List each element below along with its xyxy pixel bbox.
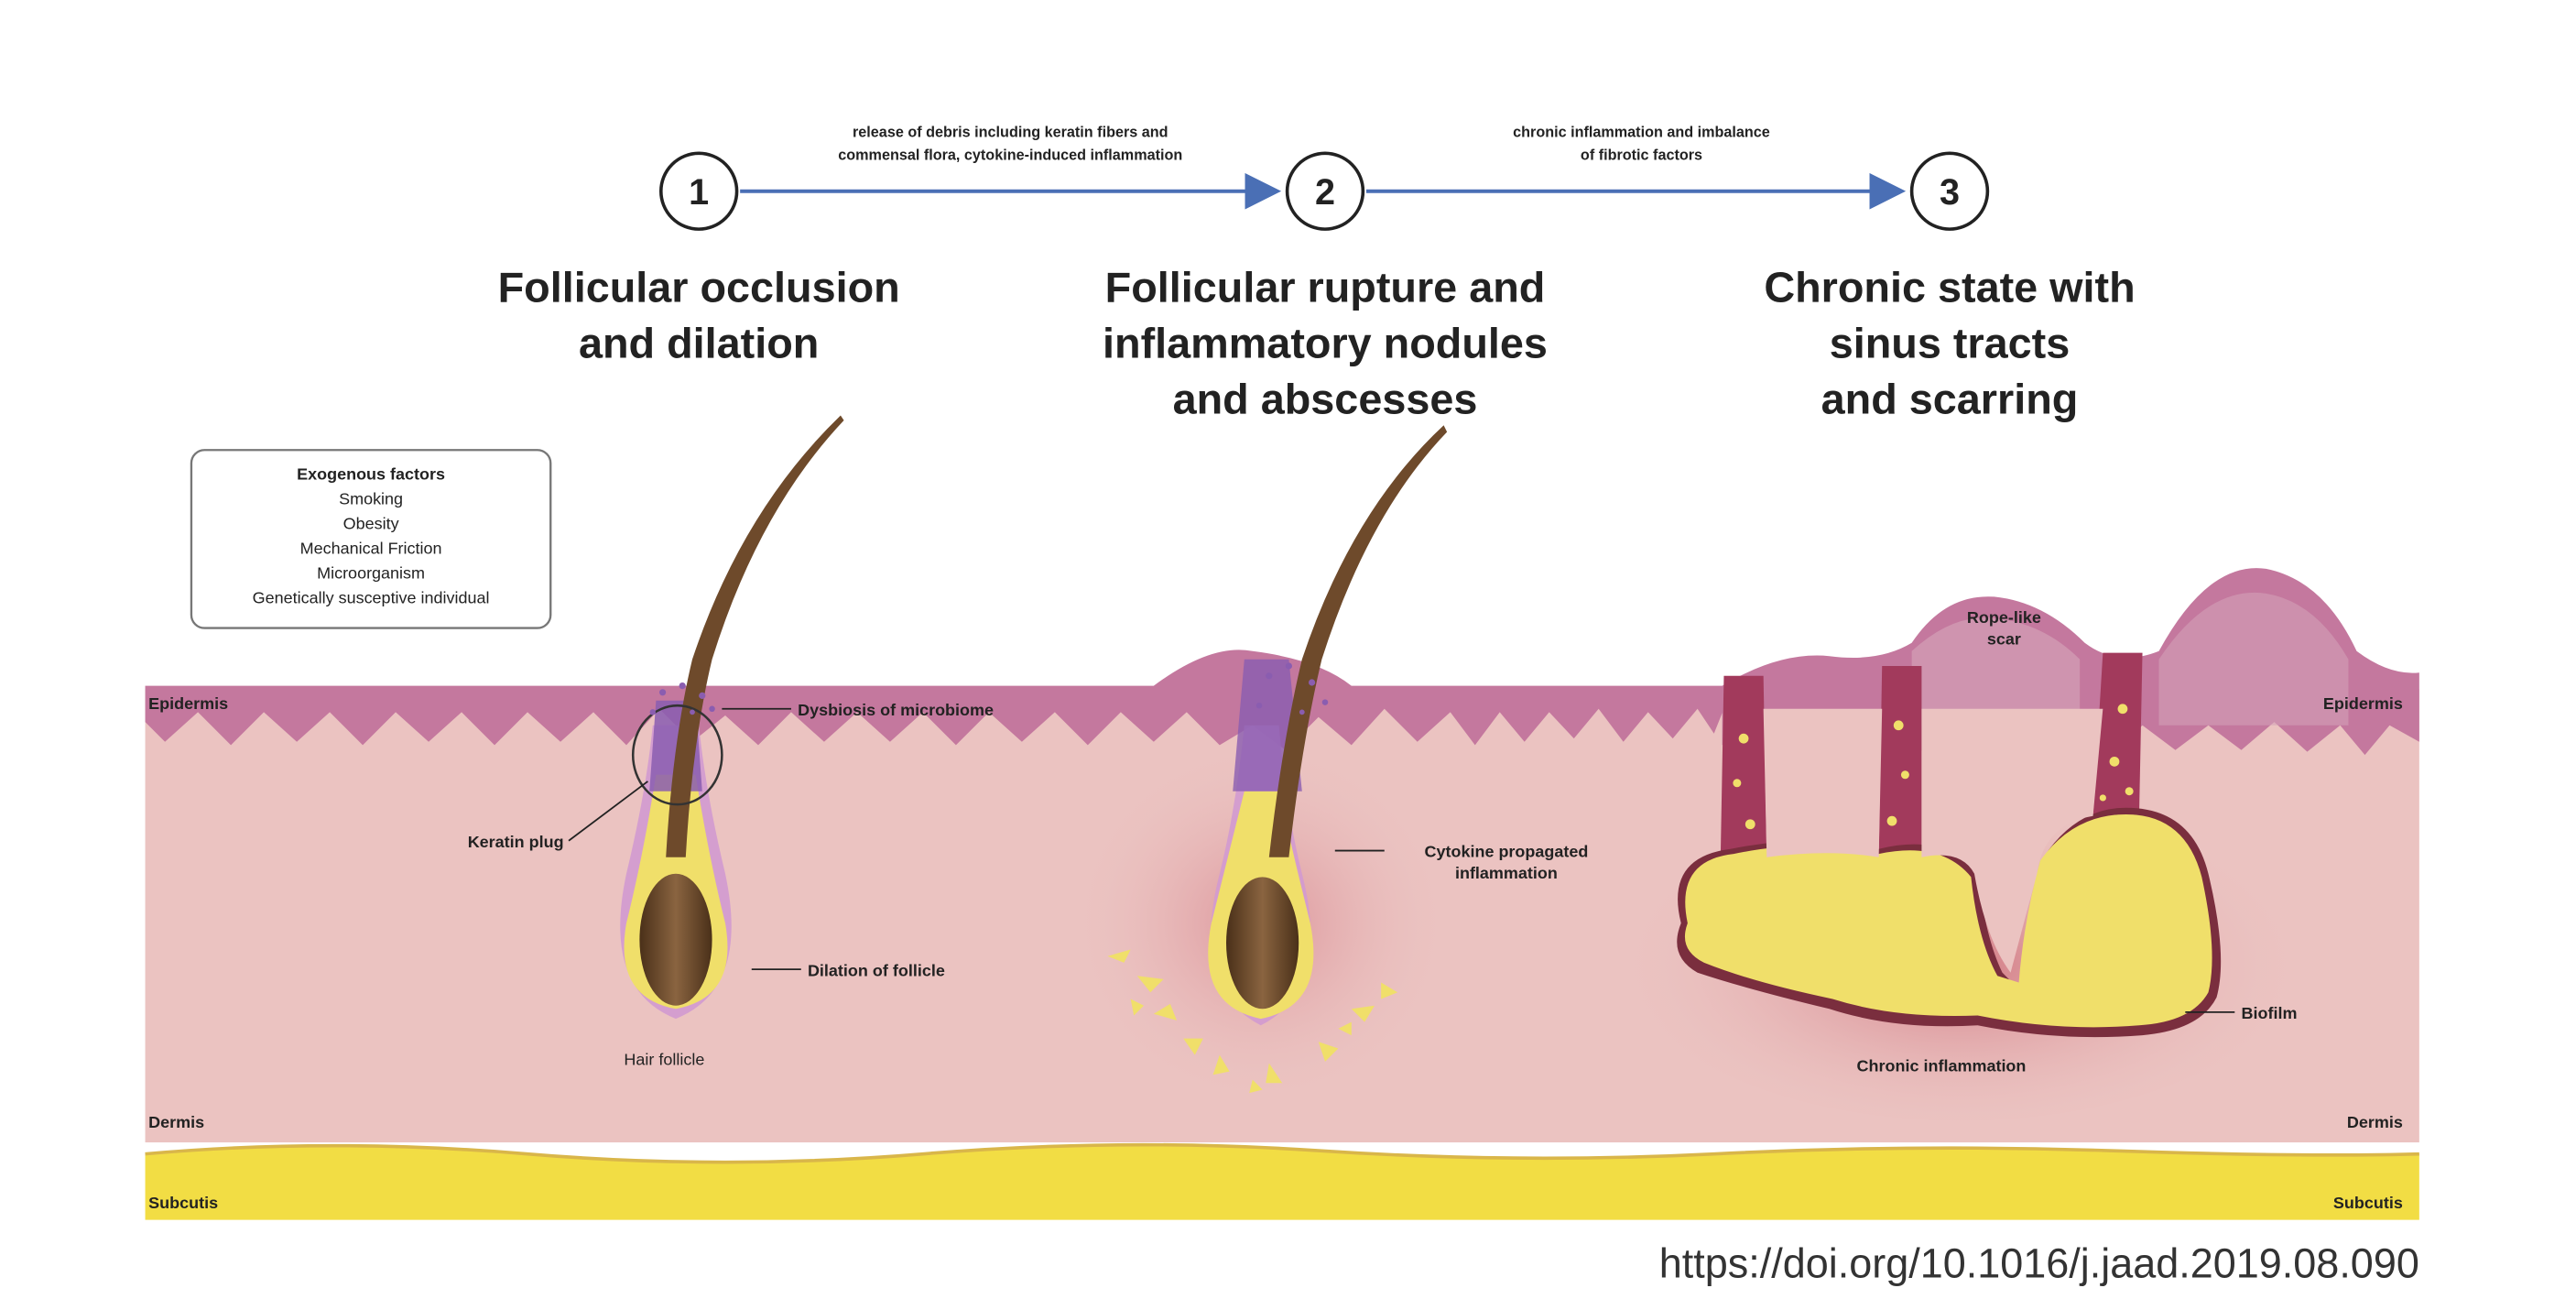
- arrow-2-to-3: chronic inflammation and imbalance of fi…: [1366, 124, 1898, 191]
- step-3-title-line: and scarring: [1821, 376, 2079, 423]
- step-3-title: Chronic state with sinus tracts and scar…: [1764, 263, 2135, 422]
- rope-scar-label-line-1: Rope-like: [1967, 608, 2041, 627]
- skin-bridge: [1764, 709, 1883, 857]
- hair-follicle-label: Hair follicle: [624, 1050, 704, 1068]
- arrow-1-label-line-2: commensal flora, cytokine-induced inflam…: [838, 147, 1182, 164]
- exogenous-title: Exogenous factors: [297, 465, 445, 484]
- step-3-number: 3: [1940, 172, 1960, 213]
- chronic-inflammation-label: Chronic inflammation: [1857, 1057, 2027, 1075]
- keratin-plug-label: Keratin plug: [468, 833, 564, 851]
- step-2-title-line: inflammatory nodules: [1103, 319, 1548, 366]
- step-3-title-line: Chronic state with: [1764, 263, 2135, 311]
- hair-bulb-2: [1226, 877, 1299, 1009]
- citation-doi: https://doi.org/10.1016/j.jaad.2019.08.0…: [1659, 1240, 2419, 1287]
- dermis-label-right: Dermis: [2347, 1113, 2403, 1131]
- step-1-marker: 1: [661, 153, 737, 229]
- dilation-label: Dilation of follicle: [808, 961, 945, 979]
- step-2-number: 2: [1315, 172, 1335, 213]
- step-2-title-line: Follicular rupture and: [1105, 263, 1546, 311]
- dermis-label-left: Dermis: [148, 1113, 204, 1131]
- epidermis-label-right: Epidermis: [2323, 694, 2403, 713]
- arrow-1-label-line-1: release of debris including keratin fibe…: [853, 124, 1168, 140]
- sinus-tract-2: [1879, 666, 1922, 857]
- dysbiosis-label: Dysbiosis of microbiome: [798, 701, 994, 719]
- step-2-title: Follicular rupture and inflammatory nodu…: [1103, 263, 1548, 422]
- step-3-marker: 3: [1912, 153, 1988, 229]
- step-2-title-line: and abscesses: [1173, 376, 1478, 423]
- step-1-title-line: and dilation: [579, 319, 819, 366]
- exogenous-factors-box: Exogenous factors Smoking Obesity Mechan…: [191, 450, 550, 628]
- step-1-number: 1: [689, 172, 709, 213]
- exogenous-item: Microorganism: [317, 564, 425, 583]
- arrow-2-label-line-1: chronic inflammation and imbalance: [1513, 124, 1770, 140]
- step-3-title-line: sinus tracts: [1830, 319, 2071, 366]
- rope-scar-label-line-2: scar: [1987, 630, 2021, 649]
- arrow-2-label-line-2: of fibrotic factors: [1581, 147, 1702, 164]
- subcutis-layer: [146, 1145, 2419, 1220]
- exogenous-item: Genetically susceptive individual: [253, 589, 490, 607]
- subcutis-label-left: Subcutis: [148, 1194, 218, 1212]
- sinus-tract-1: [1721, 676, 1766, 857]
- biofilm-label: Biofilm: [2242, 1004, 2298, 1022]
- exogenous-item: Obesity: [343, 515, 399, 533]
- subcutis-label-right: Subcutis: [2333, 1194, 2403, 1212]
- exogenous-item: Smoking: [339, 490, 403, 508]
- step-1-title-line: Follicular occlusion: [498, 263, 900, 311]
- exogenous-item: Mechanical Friction: [300, 540, 442, 558]
- step-2-marker: 2: [1288, 153, 1364, 229]
- cytokine-label-line-1: Cytokine propagated: [1424, 843, 1588, 861]
- cytokine-label-line-2: inflammation: [1455, 864, 1558, 882]
- step-1-title: Follicular occlusion and dilation: [498, 263, 900, 366]
- epidermis-label-left: Epidermis: [148, 694, 228, 713]
- arrow-1-to-2: release of debris including keratin fibe…: [740, 124, 1274, 191]
- hair-bulb: [639, 874, 712, 1006]
